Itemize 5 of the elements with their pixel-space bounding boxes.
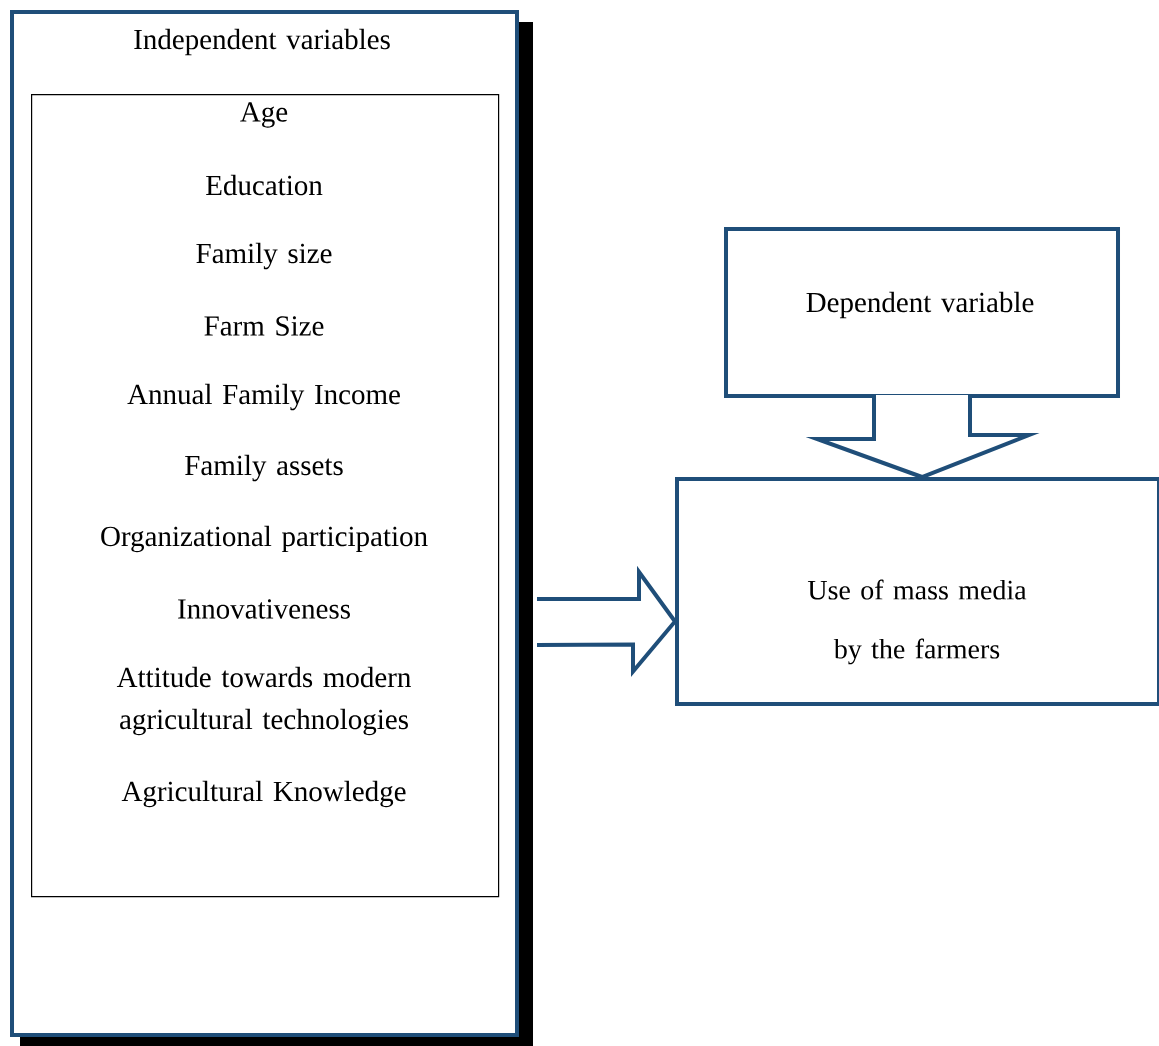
list-box: Age Education Family size Farm Size Annual Family Income Family assets Organizational participation Innovativeness Attitude towards modern agricultural technologies Agricultural Knowledge (31, 94, 500, 898)
block-arrow (535, 565, 678, 677)
callout-box: Dependent variable (724, 227, 1120, 398)
callout-pointer (805, 393, 1040, 480)
process-box: Use of mass media by the farmers (675, 477, 1159, 706)
